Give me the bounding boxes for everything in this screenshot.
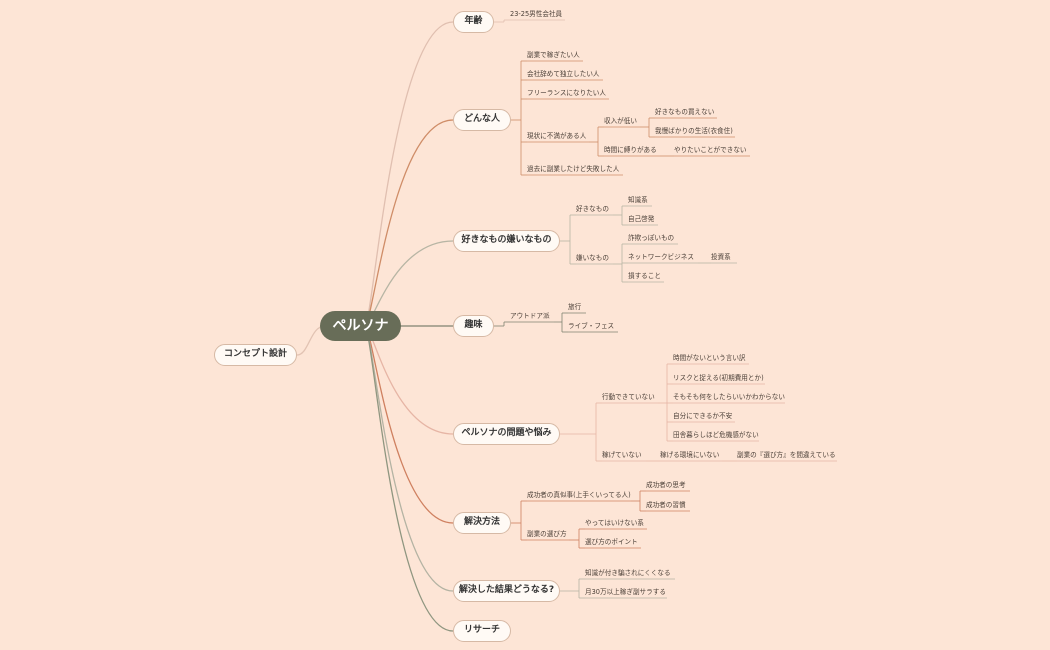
topic-3-0[interactable]: アウトドア派 — [510, 312, 550, 320]
branch-4[interactable]: 趣味 — [453, 315, 494, 337]
topic-4-0-4[interactable]: 田舎暮らしほど危機感がない — [673, 431, 759, 439]
topic-2-0[interactable]: 好きなもの — [576, 205, 609, 213]
topic-1-1[interactable]: 会社辞めて独立したい人 — [527, 70, 600, 78]
branch-2[interactable]: どんな人 — [453, 109, 511, 131]
topic-5-1-1[interactable]: 選び方のポイント — [585, 538, 638, 546]
topic-2-0-0[interactable]: 知識系 — [628, 196, 648, 204]
branch-3[interactable]: 好きなもの嫌いなもの — [453, 230, 560, 252]
topic-1-3-1-0[interactable]: やりたいことができない — [674, 146, 747, 154]
topic-6-0[interactable]: 知識が付き騙されにくくなる — [585, 569, 671, 577]
topic-4-0-3[interactable]: 自分にできるか不安 — [673, 412, 733, 420]
topic-5-1[interactable]: 副業の選び方 — [527, 530, 567, 538]
branch-6[interactable]: 解決方法 — [453, 512, 511, 534]
topic-5-1-0[interactable]: やってはいけない系 — [585, 519, 644, 527]
topic-3-0-1[interactable]: ライブ・フェス — [568, 322, 615, 330]
topic-6-1[interactable]: 月30万以上稼ぎ副サラする — [585, 588, 666, 596]
topic-4-0-2[interactable]: そもそも何をしたらいいかわからない — [673, 393, 785, 401]
topic-3-0-0[interactable]: 旅行 — [568, 303, 582, 311]
topic-4-1[interactable]: 稼げていない — [602, 451, 642, 459]
topic-1-4[interactable]: 過去に副業したけど失敗した人 — [527, 165, 620, 173]
branch-8[interactable]: リサーチ — [453, 620, 511, 642]
topic-1-3[interactable]: 現状に不満がある人 — [527, 132, 587, 140]
topic-4-1-0-0[interactable]: 副業の『選び方』を間違えている — [737, 451, 836, 459]
topic-1-3-0[interactable]: 収入が低い — [604, 117, 637, 125]
branch-5[interactable]: ペルソナの問題や悩み — [453, 423, 560, 445]
topic-2-1-1-0[interactable]: 投資系 — [711, 253, 731, 261]
branch-1[interactable]: 年齢 — [453, 11, 494, 33]
topic-2-1-2[interactable]: 損すること — [628, 272, 661, 280]
topic-1-3-0-0[interactable]: 好きなもの買えない — [655, 108, 715, 116]
topic-5-0-1[interactable]: 成功者の習慣 — [646, 501, 686, 509]
topic-1-0[interactable]: 副業で稼ぎたい人 — [527, 51, 580, 59]
branch-7[interactable]: 解決した結果どうなる? — [453, 580, 560, 602]
central-topic[interactable]: ペルソナ — [320, 311, 401, 341]
topic-2-1[interactable]: 嫌いなもの — [576, 254, 609, 262]
topic-2-1-0[interactable]: 詐欺っぽいもの — [628, 234, 675, 242]
topic-5-0[interactable]: 成功者の真似事(上手くいってる人) — [527, 491, 631, 499]
topic-5-0-0[interactable]: 成功者の思考 — [646, 481, 686, 489]
topic-4-0-1[interactable]: リスクと捉える(初期費用とか) — [673, 374, 764, 382]
topic-2-1-1[interactable]: ネットワークビジネス — [628, 253, 694, 261]
topic-2-0-1[interactable]: 自己啓発 — [628, 215, 655, 223]
topic-1-3-1[interactable]: 時間に縛りがある — [604, 146, 657, 154]
topic-4-0-0[interactable]: 時間がないという言い訳 — [673, 354, 746, 362]
topic-4-0[interactable]: 行動できていない — [602, 393, 655, 401]
topic-4-1-0[interactable]: 稼げる環境にいない — [660, 451, 720, 459]
topic-1-3-0-1[interactable]: 我慢ばかりの生活(衣食住) — [655, 127, 733, 135]
topic-1-2[interactable]: フリーランスになりたい人 — [527, 89, 606, 97]
topic-0-0[interactable]: 23-25男性会社員 — [510, 10, 563, 18]
concept-node[interactable]: コンセプト設計 — [214, 344, 297, 366]
